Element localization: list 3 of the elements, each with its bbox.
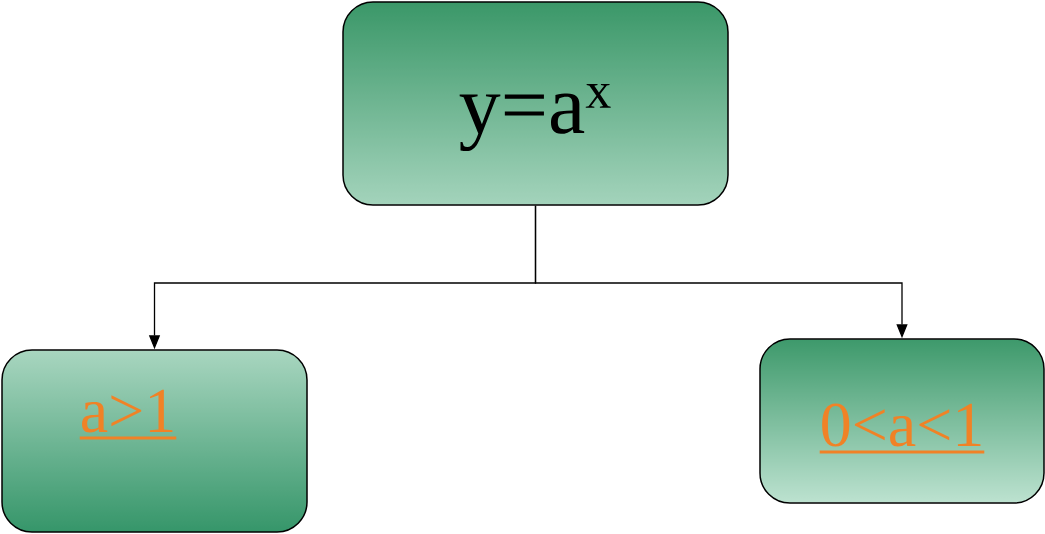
- condition-box: 0<a<1: [759, 338, 1045, 504]
- formula-box: y=a$^{x}$: [342, 1, 729, 206]
- condition-box: a>1: [1, 349, 308, 533]
